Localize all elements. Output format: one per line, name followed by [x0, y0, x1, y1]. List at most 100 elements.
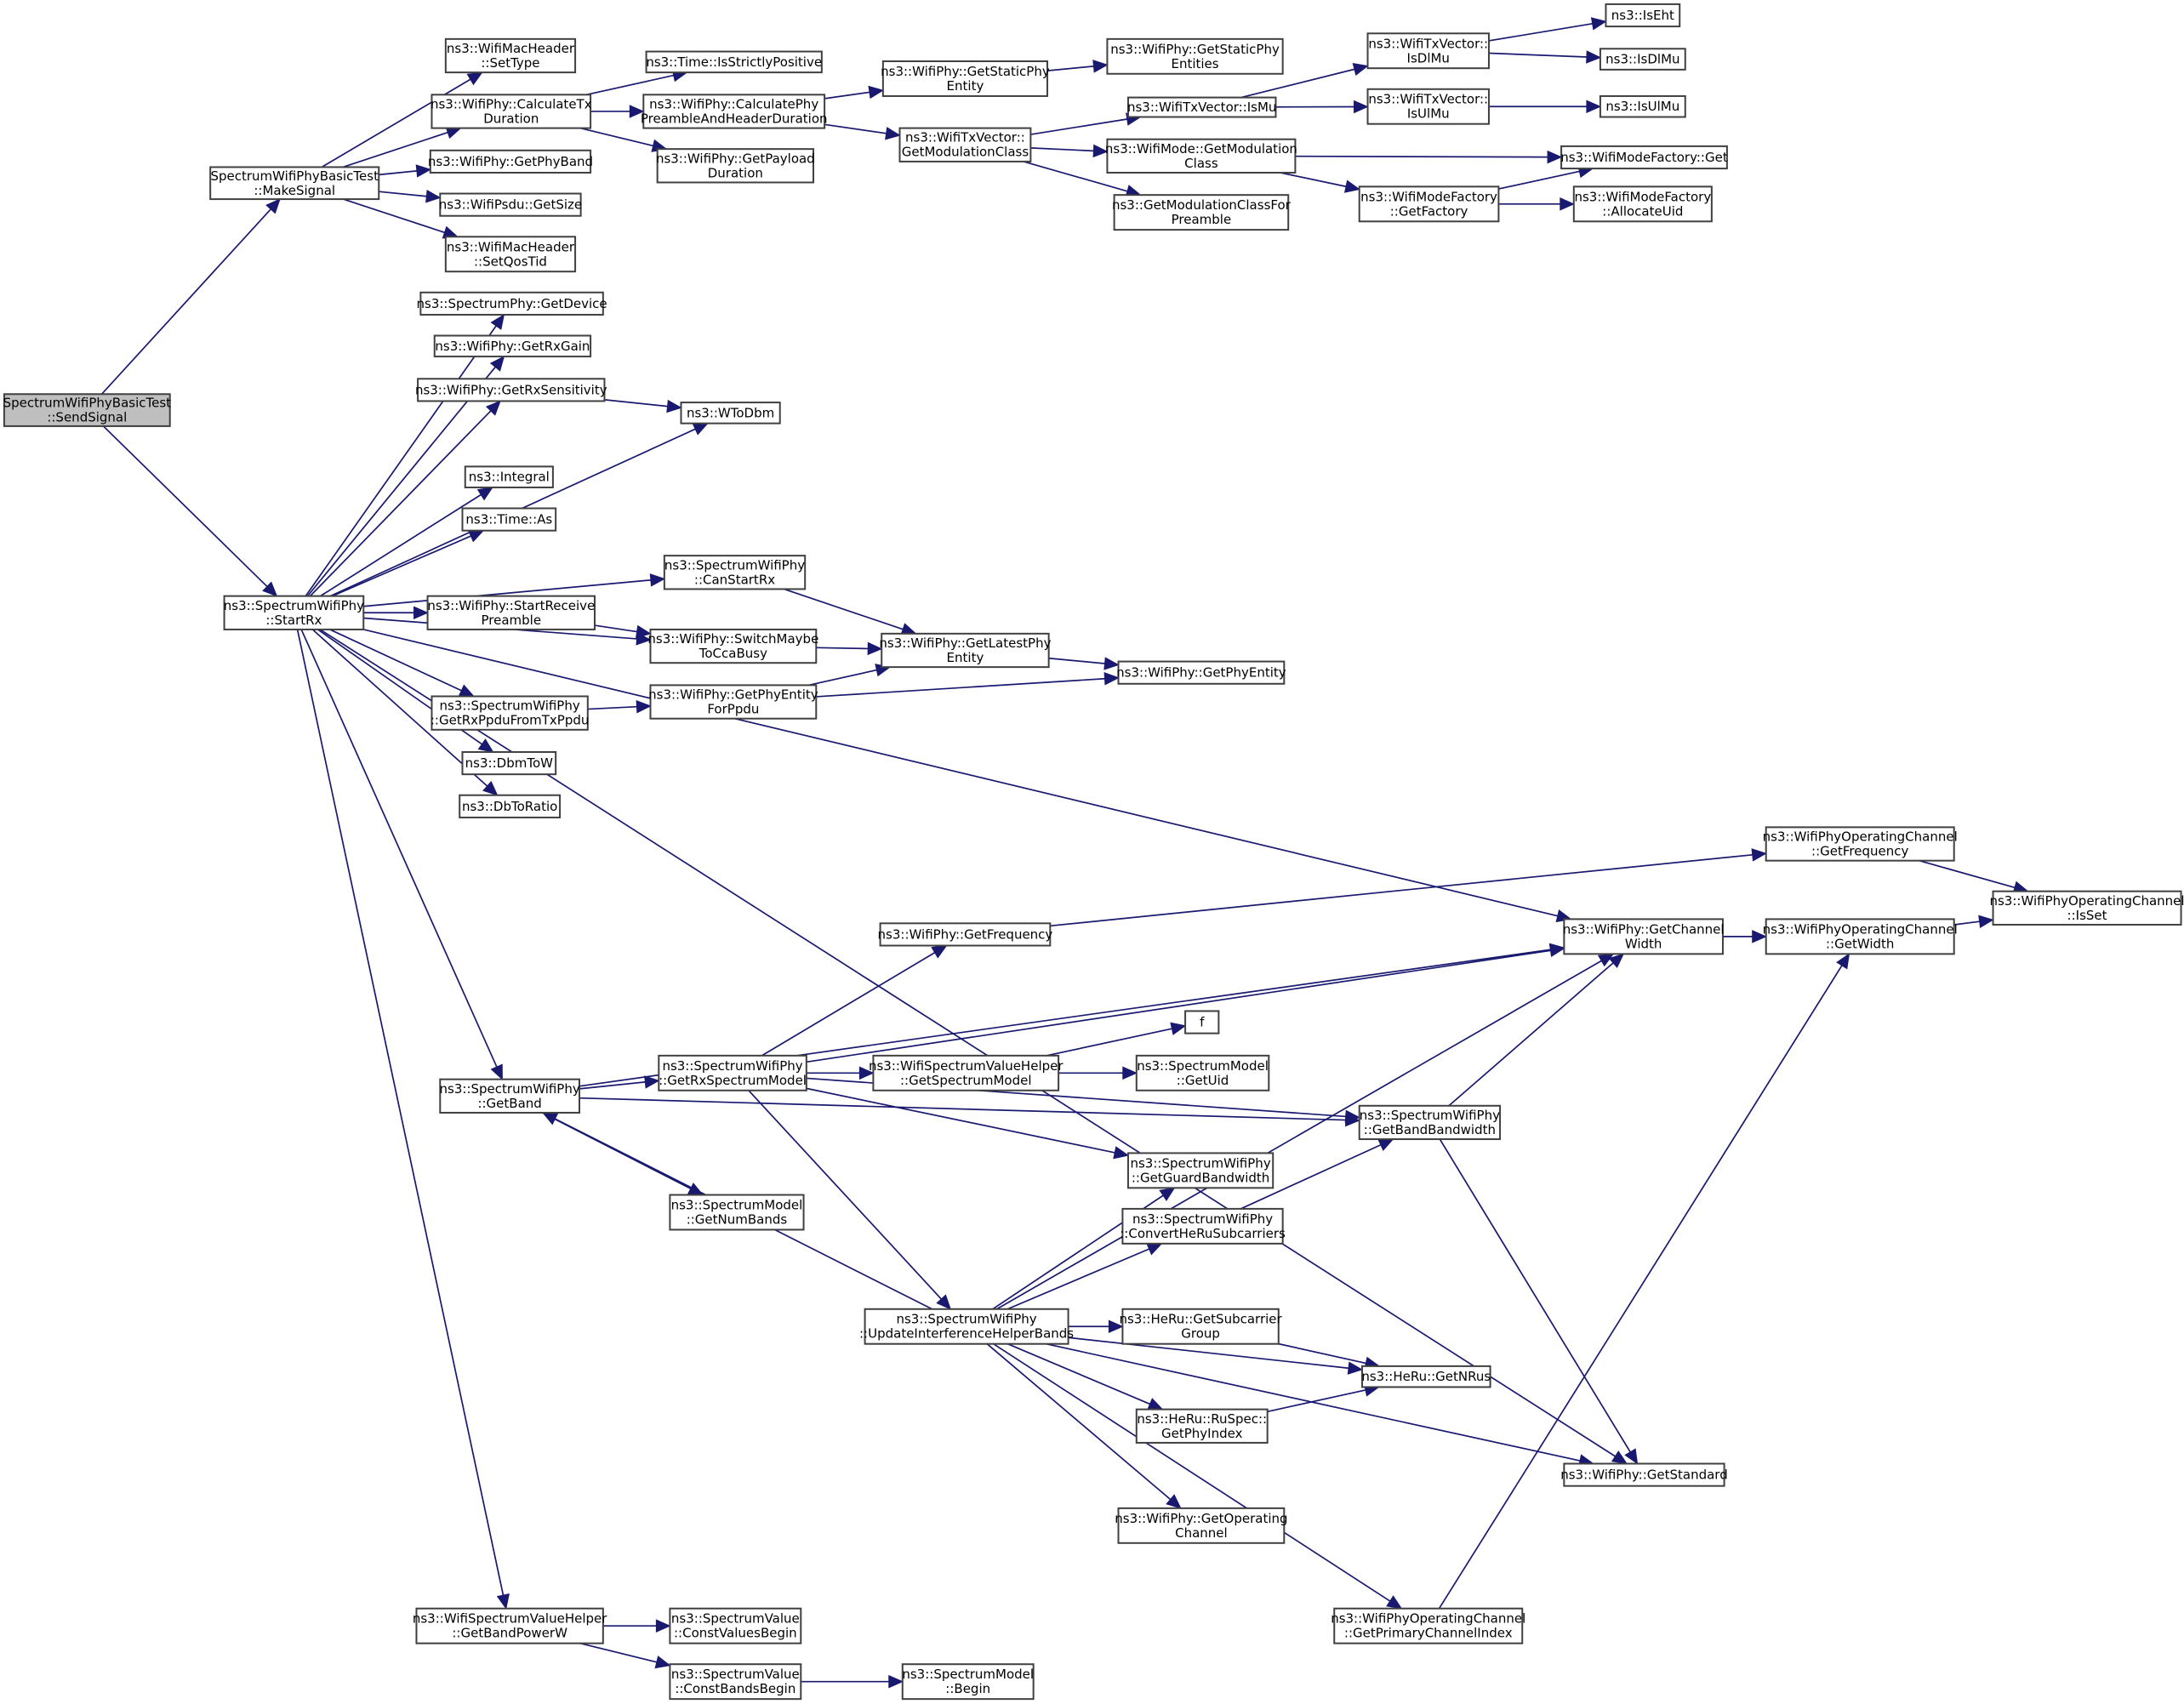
node-txv-get-mod-class[interactable]: ns3::WifiTxVector::GetModulationClass	[898, 127, 1032, 162]
node-label-line: GetPhyIndex	[1161, 1426, 1243, 1441]
node-is-dl-mu[interactable]: ns3::IsDlMu	[1599, 48, 1686, 71]
node-set-qos-tid[interactable]: ns3::WifiMacHeader::SetQosTid	[444, 236, 577, 273]
node-box	[669, 1194, 805, 1231]
node-label-line: ns3::WifiPhy::GetChannel	[1563, 921, 1725, 937]
node-op-get-width[interactable]: ns3::WifiPhyOperatingChannel::GetWidth	[1763, 918, 1958, 955]
node-get-band-power-w[interactable]: ns3::WifiSpectrumValueHelper::GetBandPow…	[413, 1607, 607, 1644]
node-make-signal[interactable]: SpectrumWifiPhyBasicTest::MakeSignal	[209, 166, 380, 201]
node-const-bands-begin[interactable]: ns3::SpectrumValue::ConstBandsBegin	[669, 1663, 802, 1701]
node-update-i-h-b[interactable]: ns3::SpectrumWifiPhy::UpdateInterference…	[859, 1308, 1074, 1345]
node-psdu-get-size[interactable]: ns3::WifiPsdu::GetSize	[439, 192, 582, 217]
node-get-rx-spec-model[interactable]: ns3::SpectrumWifiPhy::GetRxSpectrumModel	[658, 1054, 807, 1091]
node-is-eht[interactable]: ns3::IsEht	[1605, 3, 1681, 28]
node-dbm-to-w[interactable]: ns3::DbmToW	[461, 750, 557, 776]
node-can-start-rx[interactable]: ns3::SpectrumWifiPhy::CanStartRx	[663, 555, 807, 590]
node-get-rx-sens[interactable]: ns3::WifiPhy::GetRxSensitivity	[415, 378, 607, 402]
node-mode-get-mod-class[interactable]: ns3::WifiMode::GetModulationClass	[1105, 138, 1297, 174]
arrowhead-icon	[413, 606, 429, 620]
arrowhead-icon	[415, 164, 432, 178]
node-label-line: ns3::WifiPhy::SwitchMaybe	[647, 631, 818, 647]
node-get-factory[interactable]: ns3::WifiModeFactory::GetFactory	[1358, 185, 1500, 223]
node-get-rx-ppdu[interactable]: ns3::SpectrumWifiPhy::GetRxPpduFromTxPpd…	[431, 695, 590, 731]
node-get-standard[interactable]: ns3::WifiPhy::GetStandard	[1560, 1462, 1728, 1487]
node-w-to-dbm[interactable]: ns3::WToDbm	[680, 402, 781, 425]
node-convert-he-ru[interactable]: ns3::SpectrumWifiPhy::ConvertHeRuSubcarr…	[1120, 1207, 1286, 1245]
node-label-line: ::GetRxSpectrumModel	[659, 1073, 807, 1088]
node-get-rx-gain[interactable]: ns3::WifiPhy::GetRxGain	[433, 334, 592, 358]
node-get-primary-ch-idx[interactable]: ns3::WifiPhyOperatingChannel::GetPrimary…	[1331, 1607, 1525, 1644]
node-get-band[interactable]: ns3::SpectrumWifiPhy::GetBand	[439, 1078, 580, 1114]
node-is-strictly-pos[interactable]: ns3::Time::IsStrictlyPositive	[645, 50, 823, 74]
node-sm-get-num-bands[interactable]: ns3::SpectrumModel::GetNumBands	[669, 1194, 805, 1231]
node-label-line: ::GetGuardBandwidth	[1132, 1170, 1269, 1185]
node-label-line: ::IsSet	[2067, 908, 2107, 923]
node-integral[interactable]: ns3::Integral	[464, 465, 554, 488]
node-factory-get[interactable]: ns3::WifiModeFactory::Get	[1560, 145, 1728, 170]
edge-getBandPowerW-to-constValuesBegin	[602, 1619, 671, 1633]
node-calc-phy-preamble[interactable]: ns3::WifiPhy::CalculatePhyPreambleAndHea…	[641, 94, 828, 129]
edge-constBandsBegin-to-smBegin	[801, 1674, 904, 1689]
edge-startRecvPreamble-to-switchMaybeCca	[594, 624, 652, 639]
node-box	[433, 334, 592, 358]
node-get-phy-band[interactable]: ns3::WifiPhy::GetPhyBand	[428, 149, 593, 174]
node-db-to-ratio[interactable]: ns3::DbToRatio	[459, 794, 562, 818]
arrowhead-icon	[1586, 100, 1602, 113]
node-allocate-uid[interactable]: ns3::WifiModeFactory::AllocateUid	[1572, 185, 1713, 223]
arrowhead-icon	[1624, 1448, 1639, 1465]
node-get-phy-index[interactable]: ns3::HeRu::RuSpec::GetPhyIndex	[1135, 1408, 1269, 1444]
node-box	[1117, 1507, 1286, 1544]
node-label-line: ns3::WifiMacHeader	[447, 41, 575, 56]
node-op-is-set[interactable]: ns3::WifiPhyOperatingChannel::IsSet	[1989, 890, 2184, 926]
node-get-guard-bandwidth[interactable]: ns3::SpectrumWifiPhy::GetGuardBandwidth	[1126, 1152, 1274, 1189]
arrowhead-icon	[1377, 1138, 1394, 1151]
node-box	[1106, 37, 1284, 75]
node-label-line: ns3::SpectrumWifiPhy	[896, 1312, 1036, 1327]
node-box	[1106, 138, 1297, 174]
node-wsvh-get-spec-model[interactable]: ns3::WifiSpectrumValueHelper::GetSpectru…	[869, 1054, 1063, 1091]
node-txv-is-ul-mu[interactable]: ns3::WifiTxVector::IsUlMu	[1366, 88, 1490, 125]
node-op-get-frequency[interactable]: ns3::WifiPhyOperatingChannel::GetFrequen…	[1763, 826, 1958, 862]
node-label-line: ::GetRxPpduFromTxPpdu	[431, 713, 590, 728]
node-is-ul-mu[interactable]: ns3::IsUlMu	[1599, 94, 1686, 118]
edge-updateIHB-to-getGuardBandwidth	[992, 1187, 1176, 1310]
node-txv-is-dl-mu[interactable]: ns3::WifiTxVector::IsDlMu	[1366, 32, 1490, 70]
node-sm-begin[interactable]: ns3::SpectrumModel::Begin	[901, 1663, 1035, 1701]
node-label-line: ns3::WifiPhy::GetLatestPhy	[879, 635, 1051, 651]
arrowhead-icon	[490, 313, 505, 330]
node-label-line: ns3::SpectrumWifiPhy	[1132, 1211, 1273, 1227]
node-phy-get-frequency[interactable]: ns3::WifiPhy::GetFrequency	[878, 922, 1053, 947]
node-get-phy-entity[interactable]: ns3::WifiPhy::GetPhyEntity	[1116, 660, 1286, 685]
node-const-values-begin[interactable]: ns3::SpectrumValue::ConstValuesBegin	[669, 1607, 802, 1644]
edge-phyGetFrequency-to-opGetFrequency	[1050, 848, 1767, 927]
node-label-line: ns3::WifiPhy::GetStaticPhy	[1110, 42, 1280, 57]
node-label-line: Preamble	[481, 613, 541, 628]
node-time-as[interactable]: ns3::Time::As	[461, 507, 557, 532]
node-start-rx[interactable]: ns3::SpectrumWifiPhy::StartRx	[223, 595, 365, 630]
node-send-signal[interactable]: SpectrumWifiPhyBasicTest::SendSignal	[3, 393, 172, 427]
node-box	[461, 507, 557, 532]
edge-getRxSpecModel-to-phyGetFrequency	[761, 944, 948, 1057]
node-label-line: IsDlMu	[1407, 50, 1450, 66]
node-get-n-rus[interactable]: ns3::HeRu::GetNRus	[1360, 1365, 1491, 1388]
edge-txvIsUlMu-to-isUlMu	[1488, 100, 1602, 113]
node-sm-get-uid[interactable]: ns3::SpectrumModel::GetUid	[1135, 1054, 1270, 1091]
node-label-line: ns3::SpectrumValue	[671, 1667, 800, 1682]
node-f-node[interactable]: f	[1184, 1010, 1220, 1034]
node-get-band-bandwidth[interactable]: ns3::SpectrumWifiPhy::GetBandBandwidth	[1358, 1104, 1502, 1141]
node-txv-is-mu[interactable]: ns3::WifiTxVector::IsMu	[1126, 96, 1277, 118]
edge-getPhyIndex-to-getNRus	[1267, 1383, 1380, 1413]
node-get-device[interactable]: ns3::SpectrumPhy::GetDevice	[417, 291, 607, 316]
node-set-type[interactable]: ns3::WifiMacHeader::SetType	[444, 37, 577, 74]
